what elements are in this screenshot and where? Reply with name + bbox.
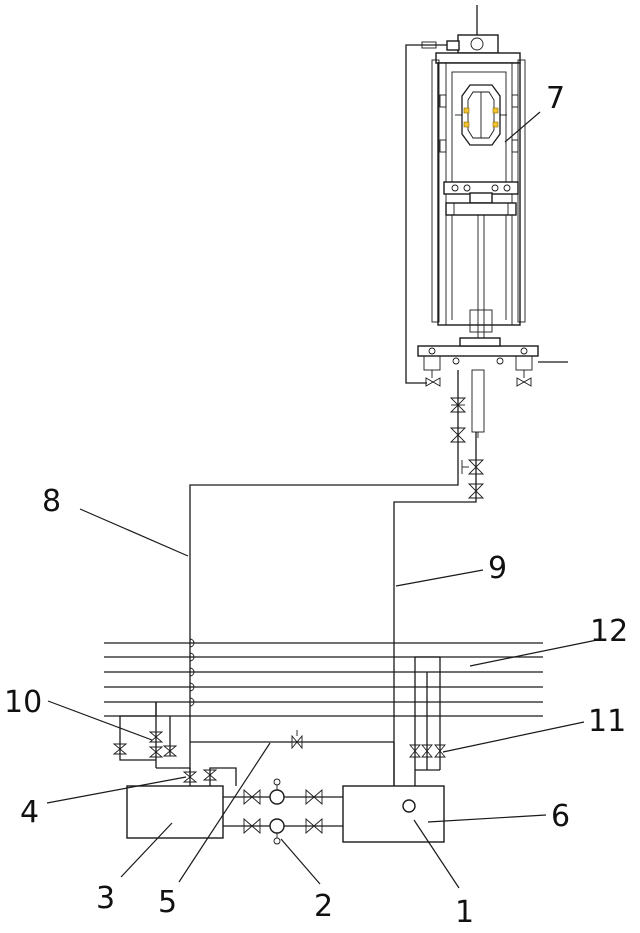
sensor-6 <box>402 799 416 813</box>
label-10: 10 <box>4 685 42 720</box>
branch-10 <box>112 702 190 769</box>
label-9: 9 <box>488 551 507 586</box>
label-2: 2 <box>314 889 333 924</box>
valve <box>449 427 467 443</box>
valve-5 <box>291 730 303 750</box>
reactor-assembly <box>417 5 568 438</box>
tank-1 <box>342 785 445 843</box>
valve <box>467 483 485 499</box>
branch-11 <box>393 656 446 786</box>
label-7: 7 <box>546 81 565 116</box>
pump-line-upper <box>223 778 343 805</box>
label-3: 3 <box>96 881 115 916</box>
crossovers <box>189 638 195 707</box>
line-8 <box>189 370 459 778</box>
label-6: 6 <box>551 799 570 834</box>
header-lines-12 <box>104 642 543 717</box>
label-11: 11 <box>588 704 626 739</box>
valve <box>449 397 467 413</box>
tank-3 <box>126 785 224 839</box>
valve <box>461 459 485 475</box>
return-line <box>405 44 427 384</box>
valve-4 <box>182 769 218 783</box>
label-12: 12 <box>590 614 628 649</box>
label-8: 8 <box>42 484 61 519</box>
tank-3-vent <box>209 767 237 786</box>
leader-lines <box>46 111 598 889</box>
label-5: 5 <box>158 885 177 920</box>
label-4: 4 <box>20 795 39 830</box>
label-1: 1 <box>455 895 474 930</box>
pump-line-lower <box>223 818 343 845</box>
